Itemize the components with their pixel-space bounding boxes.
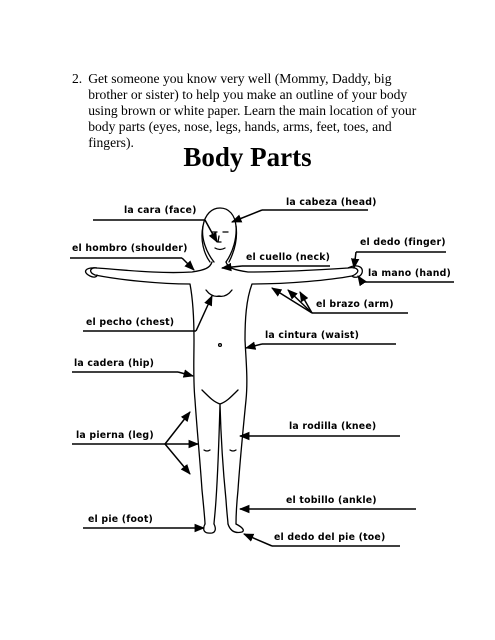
finger-arrow (351, 251, 360, 270)
label-neck: el cuello (neck) (246, 252, 331, 263)
hair (201, 225, 238, 263)
toe-arrow (243, 533, 273, 547)
neck-arrow (220, 262, 243, 272)
leg-arrow-1 (164, 411, 191, 445)
arm-arrow-3 (271, 287, 313, 314)
mouth (214, 247, 226, 251)
right-side (225, 261, 359, 525)
label-chest: el pecho (chest) (86, 317, 175, 328)
nose (217, 235, 222, 243)
label-foot: el pie (foot) (88, 514, 153, 525)
shoulder-arrow (181, 257, 195, 271)
label-face: la cara (face) (124, 205, 197, 216)
leg-arrow-3 (164, 443, 191, 475)
left-side (90, 261, 213, 525)
head-arrow (231, 209, 263, 223)
label-waist: la cintura (waist) (265, 330, 360, 341)
instruction-text: Get someone you know very well (Mommy, D… (88, 71, 417, 150)
waist-arrow (244, 341, 263, 350)
navel (217, 342, 223, 348)
label-finger: el dedo (finger) (360, 237, 446, 248)
knee-marks (203, 449, 237, 452)
label-shoulder: el hombro (shoulder) (72, 243, 188, 254)
page-title: Body Parts (183, 142, 312, 172)
inner-legs (201, 389, 239, 525)
hip-arrow (177, 369, 195, 378)
head-outline (201, 207, 237, 263)
face-arrow (204, 219, 218, 243)
label-toe: el dedo del pie (toe) (274, 532, 386, 543)
chest-lines (205, 289, 233, 298)
left-hand (84, 267, 98, 278)
label-ankle: el tobillo (ankle) (286, 495, 377, 506)
label-hip: la cadera (hip) (74, 358, 155, 369)
label-arm: el brazo (arm) (316, 299, 394, 310)
label-head: la cabeza (head) (286, 197, 377, 208)
left-foot (203, 523, 216, 534)
hand-arrow (357, 275, 367, 287)
instruction-number: 2. (72, 71, 83, 86)
arm-arrow-2 (299, 291, 313, 314)
label-leg: la pierna (leg) (76, 430, 154, 441)
instruction-item: 2. Get someone you know very well (Mommy… (72, 71, 432, 151)
label-hand: la mano (hand) (368, 268, 452, 279)
right-foot (227, 523, 244, 534)
leader-lines (70, 209, 454, 547)
label-knee: la rodilla (knee) (289, 421, 377, 432)
chest-arrow (195, 295, 213, 332)
